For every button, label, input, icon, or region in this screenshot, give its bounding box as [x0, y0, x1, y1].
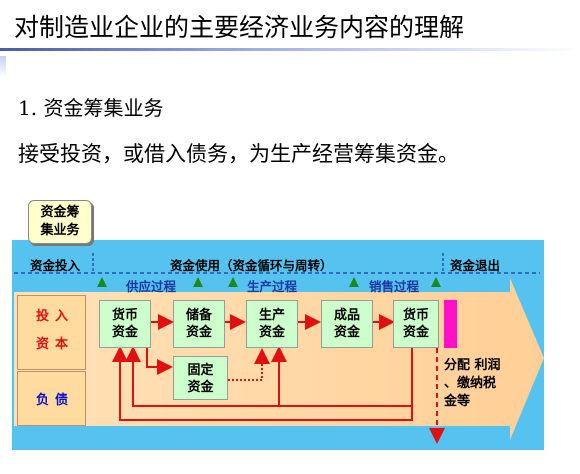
node-reserve-capital-line1: 储备 [185, 308, 212, 323]
node-money-capital: 货币 资金 [99, 300, 151, 348]
node-fixed-capital-line1: 固定 [187, 363, 214, 378]
liability-source-box [17, 371, 86, 426]
capital-source-box [17, 295, 86, 370]
header-fund-exit: 资金退出 [450, 258, 501, 273]
node-money-capital-return-line2: 资金 [402, 325, 429, 340]
process-sales: 销售过程 [369, 279, 420, 294]
node-reserve-capital: 储备 资金 [173, 300, 225, 348]
title-accent-bar [0, 56, 6, 78]
capital-label-line1: 投入 [36, 309, 75, 324]
marker-triangle [349, 277, 359, 287]
marker-triangle [431, 277, 441, 287]
capital-label-line2: 资本 [36, 337, 75, 352]
process-supply: 供应过程 [126, 279, 177, 294]
process-production: 生产过程 [247, 279, 298, 294]
node-fixed-capital: 固定 资金 [173, 356, 228, 400]
fund-raising-tag-line1: 资金筹 [40, 205, 80, 220]
return-loop-outer [112, 346, 413, 421]
marker-triangle [97, 277, 107, 287]
title-underline [0, 48, 580, 51]
section-heading: 1. 资金筹集业务 [18, 96, 164, 120]
node-production-capital-line2: 资金 [258, 325, 285, 340]
fund-raising-tag: 资金筹 集业务 [28, 200, 92, 244]
node-money-capital-line1: 货币 [111, 308, 138, 323]
section-description: 接受投资，或借入债务，为生产经营筹集资金。 [18, 142, 459, 166]
node-reserve-capital-line2: 资金 [185, 325, 212, 340]
node-finished-capital-line1: 成品 [333, 308, 360, 323]
node-finished-capital-line2: 资金 [333, 325, 360, 340]
return-loop-inner [125, 346, 412, 407]
distribution-line2: 、缴纳税 [444, 376, 497, 391]
distribution-line1: 分配 利润 [444, 358, 501, 373]
header-fund-use: 资金使用（资金循环与周转） [170, 258, 333, 273]
node-finished-capital: 成品 资金 [321, 300, 373, 348]
liability-label: 负债 [36, 393, 75, 408]
node-money-capital-return-line1: 货币 [402, 308, 429, 323]
marker-triangle [193, 277, 203, 287]
arrow-money-to-fixed [146, 344, 173, 375]
node-money-capital-line2: 资金 [111, 325, 138, 340]
node-money-capital-return: 货币 资金 [393, 300, 439, 348]
capital-exit-bar [444, 300, 457, 348]
node-fixed-capital-line2: 资金 [187, 380, 214, 395]
slide-title: 对制造业企业的主要经济业务内容的理解 [14, 13, 465, 42]
node-production-capital-line1: 生产 [258, 308, 285, 323]
arrow-fixed-to-production [228, 348, 270, 381]
distribution-text: 分配 利润 、缴纳税 金等 [444, 357, 501, 411]
marker-triangle [228, 277, 238, 287]
distribution-line3: 金等 [444, 394, 471, 409]
fund-raising-tag-line2: 集业务 [40, 223, 80, 238]
header-fund-in: 资金投入 [30, 258, 81, 273]
node-production-capital: 生产 资金 [246, 300, 298, 348]
